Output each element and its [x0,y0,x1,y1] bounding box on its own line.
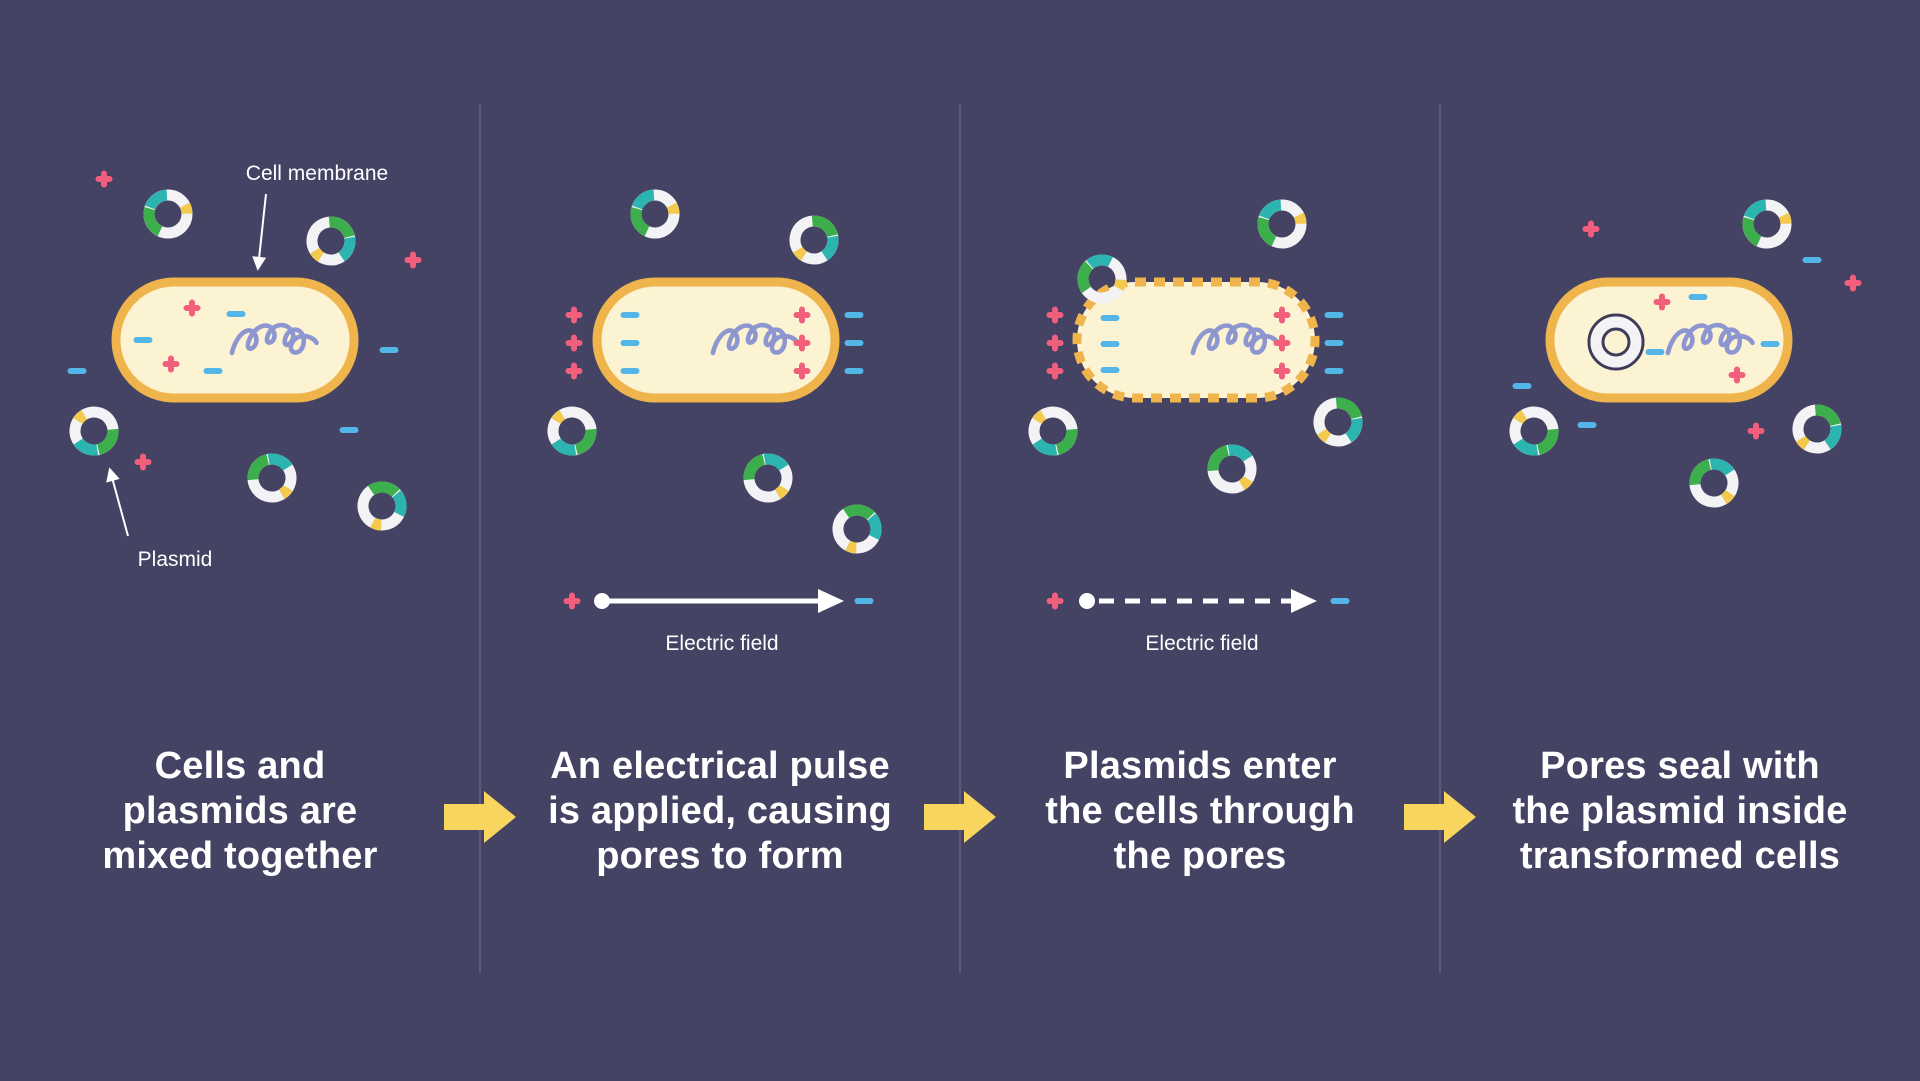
caption-line: the pores [1113,835,1287,877]
electric-field-arrowhead [1291,589,1317,613]
step-2-illustration: Electric field [480,0,960,655]
caption-line: the cells through [1045,790,1355,832]
negative-charge-icon [844,368,864,374]
positive-charge-icon [1844,274,1862,292]
positive-charge-icon [404,251,422,269]
caption-line: Cells and [154,745,326,787]
next-step-arrow-icon [1404,791,1476,843]
panel-step-1: Cell membrane Plasmid Cells and [0,0,480,1081]
plasmid-icon [1197,434,1267,504]
caption-line: mixed together [102,835,378,877]
panel-divider [479,104,481,973]
plasmid-label: Plasmid [138,548,213,571]
plasmid-pointer-arrow [106,467,129,537]
plasmid-icon [1256,198,1307,249]
positive-charge-icon [565,306,583,324]
negative-charge-icon [1100,367,1120,373]
plasmid-icon [1741,198,1792,249]
plasmid-icon [59,396,129,466]
plasmid-icon [1018,396,1088,466]
plasmid-icon [296,206,366,276]
sealed-plasmid-icon [1587,313,1645,371]
negative-charge-icon [1100,315,1120,321]
plasmid-icon [1499,396,1569,466]
positive-charge-icon [1046,362,1064,380]
caption-line: pores to form [596,835,844,877]
negative-charge-icon [339,427,359,433]
negative-charge-icon [1324,312,1344,318]
step-1-illustration: Cell membrane Plasmid [0,162,480,571]
negative-charge-icon [620,368,640,374]
next-step-arrow-icon [444,791,516,843]
panel-step-2: Electric field An electrical pulse is ap… [480,0,960,1081]
step-3-caption: Plasmids enter the cells through the por… [960,744,1440,879]
negative-charge-icon [844,340,864,346]
plasmid-icon [537,396,607,466]
electric-field-arrowhead [818,589,844,613]
positive-charge-icon [565,362,583,380]
negative-charge-icon [1512,383,1532,389]
step-1-caption: Cells and plasmids are mixed together [0,744,480,879]
plasmid-icon [347,471,417,541]
step-4-caption: Pores seal with the plasmid inside trans… [1440,744,1920,879]
caption-line: transformed cells [1519,835,1841,877]
electric-field-origin-dot [1079,593,1095,609]
cell-membrane-label: Cell membrane [246,162,388,185]
caption-line: Pores seal with [1540,745,1820,787]
negative-charge-icon [620,312,640,318]
negative-charge-icon [203,368,223,374]
panel-divider [1439,104,1441,973]
next-step-arrow-icon [924,791,996,843]
negative-charge-icon [1760,341,1780,347]
plasmid-icon [733,443,803,513]
plasmid-icon [1679,448,1749,518]
panel-step-3: Electric field Plasmids enter the cells … [960,0,1440,1081]
plasmid-icon [142,188,193,239]
negative-charge-icon [379,347,399,353]
negative-charge-icon [133,337,153,343]
plasmid-icon [237,443,307,513]
negative-charge-icon [620,340,640,346]
caption-line: the plasmid inside [1512,790,1848,832]
positive-charge-icon [1046,334,1064,352]
negative-charge-icon [1324,340,1344,346]
positive-charge-icon [95,170,113,188]
negative-charge-icon [1577,422,1597,428]
panel-divider [959,104,961,973]
panel-step-4: Pores seal with the plasmid inside trans… [1440,0,1920,1081]
positive-charge-icon [1582,220,1600,238]
caption-line: An electrical pulse [550,745,890,787]
negative-charge-icon [1645,349,1665,355]
positive-charge-icon [1046,306,1064,324]
negative-charge-icon [1324,368,1344,374]
negative-charge-icon [844,312,864,318]
cell-membrane-pointer-arrow [252,193,267,271]
step-4-illustration [1440,0,1862,700]
caption-line: plasmids are [122,790,358,832]
step-2-caption: An electrical pulse is applied, causing … [480,744,960,879]
negative-charge-icon [1100,341,1120,347]
negative-charge-icon [1330,598,1350,604]
negative-charge-icon [226,311,246,317]
plasmid-icon [629,188,680,239]
positive-charge-icon [563,592,581,610]
step-3-illustration: Electric field [960,0,1440,655]
plasmid-icon [779,205,849,275]
electric-field-label: Electric field [665,632,778,655]
positive-charge-icon [1747,422,1765,440]
negative-charge-icon [1802,257,1822,263]
caption-line: Plasmids enter [1063,745,1337,787]
negative-charge-icon [854,598,874,604]
plasmid-icon [1303,387,1373,457]
negative-charge-icon [1688,294,1708,300]
positive-charge-icon [134,453,152,471]
negative-charge-icon [67,368,87,374]
positive-charge-icon [565,334,583,352]
plasmid-icon [1782,394,1852,464]
plasmid-icon [822,494,892,564]
electric-field-label: Electric field [1145,632,1258,655]
positive-charge-icon [1046,592,1064,610]
caption-line: is applied, causing [548,790,892,832]
